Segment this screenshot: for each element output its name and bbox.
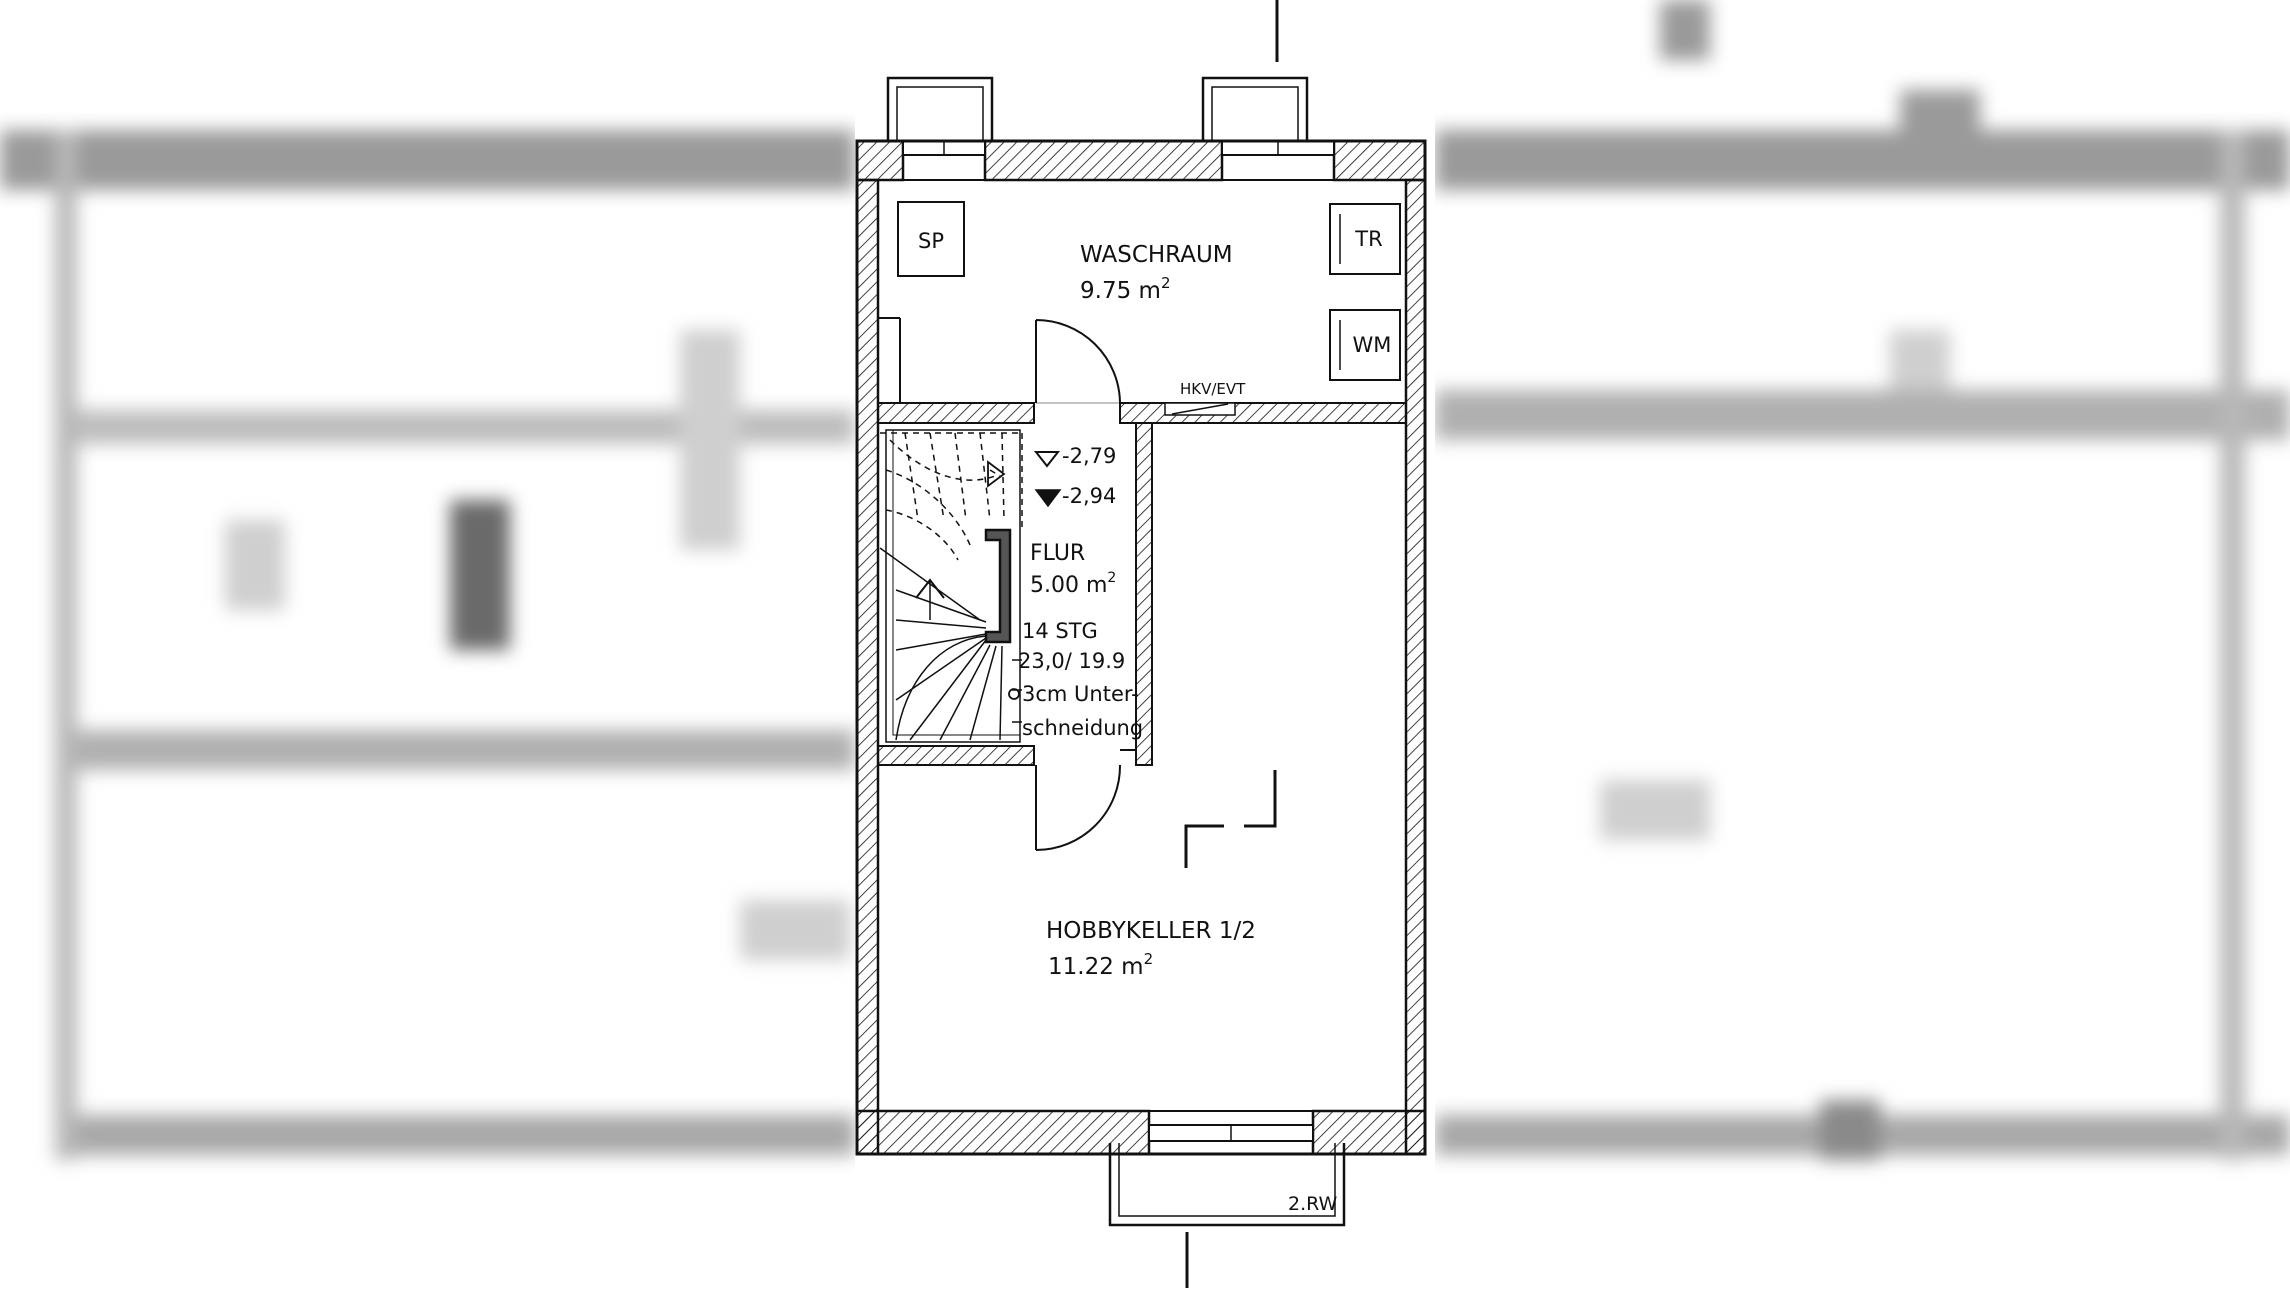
stair-note-2: schneidung: [1022, 716, 1143, 740]
svg-text:WM: WM: [1353, 333, 1392, 357]
stair-steps: 14 STG: [1022, 619, 1098, 643]
door-hobbykeller: [1035, 764, 1122, 851]
room-name-flur: FLUR: [1030, 541, 1085, 566]
room-name-waschraum: WASCHRAUM: [1080, 242, 1233, 268]
level-marker-open: [1033, 451, 1061, 468]
fixture-tr: [1329, 203, 1401, 275]
blurred-left-context: [0, 130, 855, 1160]
light-well-left: [886, 76, 994, 141]
door-waschraum: [1035, 319, 1121, 404]
stair-ratio: 23,0/ 19.9: [1018, 649, 1125, 673]
section-mark-right: [1244, 770, 1277, 828]
svg-text:SP: SP: [918, 229, 944, 253]
fixture-sp: [897, 201, 965, 277]
room-name-hobbykeller: HOBBYKELLER 1/2: [1046, 918, 1256, 944]
level-upper: -2,79: [1062, 444, 1116, 468]
window-label-bottom: 2.RW: [1288, 1193, 1338, 1215]
room-area-hobbykeller: 11.22 m2: [1048, 950, 1153, 980]
level-lower: -2,94: [1062, 484, 1116, 508]
fixture-wm: [1329, 309, 1401, 381]
section-mark-left: [1184, 824, 1224, 868]
svg-text:TR: TR: [1354, 227, 1382, 251]
blurred-right-context: [1435, 0, 2290, 1160]
stair: [879, 429, 1023, 743]
room-area-flur: 5.00 m2: [1030, 570, 1116, 598]
light-well-right: [1201, 76, 1309, 141]
stair-note-1: 3cm Unter-: [1022, 682, 1139, 706]
hkv-evt-label: HKV/EVT: [1180, 380, 1246, 398]
interior-walls: [877, 317, 1407, 766]
light-well-bottom: [1108, 1143, 1346, 1227]
room-area-waschraum: 9.75 m2: [1080, 274, 1170, 304]
level-marker-filled: [1034, 489, 1062, 508]
